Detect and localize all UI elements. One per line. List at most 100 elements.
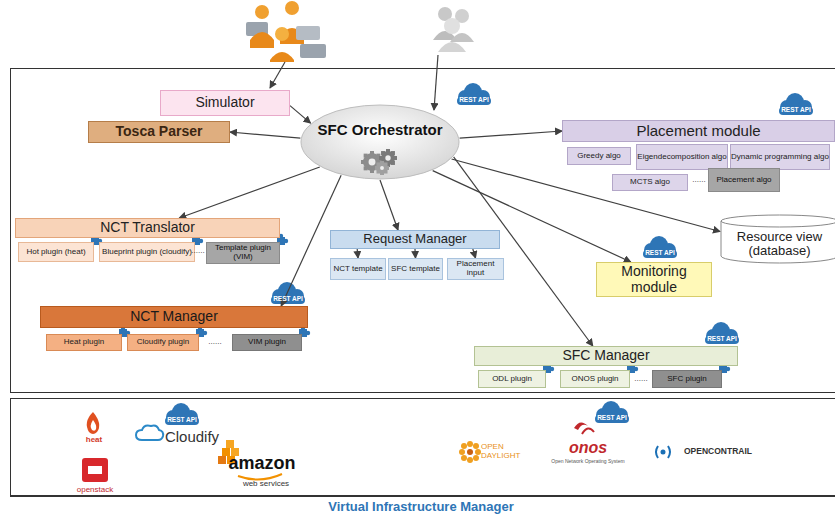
plugin-box: Blueprint plugin (cloudify) (99, 242, 195, 262)
template-box: Placement input (447, 258, 504, 280)
module-box: NCT Translator (15, 218, 280, 238)
node-title: Dynamic programming algo (731, 153, 829, 162)
logo-text: heat (86, 436, 102, 445)
plugin-box: Template plugin (VIM) (206, 242, 280, 264)
algo-box: Eigendecomposition algo (636, 144, 728, 170)
cloudify-logo (136, 426, 163, 441)
cloud-icon (595, 401, 629, 423)
rest-api-clouds (165, 83, 813, 425)
node-title: Placement algo (716, 176, 771, 185)
node-title: Eigendecomposition algo (637, 153, 726, 162)
node-title: ONOS plugin (571, 375, 618, 384)
process-box: Tosca Parser (88, 121, 230, 143)
process-box: Simulator (160, 90, 290, 116)
ellipsis: ...... (208, 338, 221, 347)
onos-logo (574, 422, 594, 434)
node-title: SFC plugin (667, 375, 707, 384)
algo-box: Dynamic programming algo (730, 144, 830, 170)
vim-frame-line (11, 399, 835, 497)
node-title: Virtual Infrastructure Manager (11, 500, 831, 514)
user-arrow (434, 55, 438, 110)
ellipse-outline (300, 104, 460, 180)
node-title: MCTS algo (630, 178, 670, 187)
user-icons (433, 7, 474, 52)
user-arrow (270, 62, 285, 88)
connector-arrow (460, 131, 562, 138)
api-badge: REST API (597, 414, 627, 421)
orchestrator-ellipse: SFC Orchestrator (300, 104, 460, 180)
node-title: Request Manager (363, 232, 466, 246)
template-box: SFC template (388, 258, 443, 280)
ellipsis: ...... (191, 247, 204, 256)
connector-arrow (230, 132, 300, 138)
node-title: SFC Manager (562, 348, 649, 363)
node-title: ODL plugin (492, 375, 532, 384)
logo-text: openstack (77, 486, 113, 495)
logo-text: Open Network Operating System (551, 459, 624, 465)
heat-logo (87, 412, 100, 434)
ellipsis: ...... (634, 375, 647, 384)
opendaylight-logo (459, 441, 481, 463)
cloud-icon (779, 93, 813, 115)
template-box: NCT template (330, 258, 386, 280)
logo-text: OPENCONTRAIL (684, 447, 752, 456)
connector-arrow (290, 106, 311, 124)
module-box: SFC Manager (474, 346, 738, 366)
cloud-icon (165, 403, 199, 425)
node-title: Cloudify plugin (137, 338, 189, 347)
plugin-box: Cloudify plugin (127, 334, 199, 351)
api-badge: REST API (459, 96, 489, 103)
node-title: Placement module (636, 123, 760, 140)
plugin-box: Hot plugin (heat) (18, 242, 94, 262)
database-cylinder: Resource view (database) (720, 214, 835, 264)
node-title: Hot plugin (heat) (26, 248, 85, 257)
cloud-icon (271, 282, 305, 304)
connector-arrow (414, 249, 416, 258)
node-title: SFC template (391, 265, 440, 274)
plugin-box: SFC plugin (652, 370, 722, 388)
connector-arrow (380, 180, 398, 230)
node-title: NCT Manager (130, 309, 218, 324)
node-title: Heat plugin (64, 338, 104, 347)
node-title: Tosca Parser (116, 124, 203, 139)
openstack-logo (82, 458, 108, 482)
algo-box: MCTS algo (612, 174, 688, 191)
plugin-box: ONOS plugin (560, 370, 630, 388)
module-box: Request Manager (330, 230, 500, 249)
orchestrator-frame (11, 69, 835, 393)
node-title: Simulator (195, 95, 254, 110)
node-title: VIM plugin (248, 338, 286, 347)
logo-text: Cloudify (165, 429, 219, 446)
api-badge: REST API (707, 335, 737, 342)
developer-icons (246, 1, 326, 62)
logo-text: OPEN DAYLIGHT (481, 443, 527, 461)
cloud-icon (457, 83, 491, 105)
node-title: NCT Translator (100, 220, 195, 235)
algo-box: Placement algo (708, 168, 780, 192)
node-title: Placement input (448, 260, 503, 278)
node-title: Template plugin (VIM) (207, 244, 279, 262)
api-badge: REST API (781, 106, 811, 113)
logo-text: amazon (228, 454, 295, 474)
connector-arrow (357, 249, 359, 258)
cloud-icon (643, 236, 677, 258)
plugin-box: ODL plugin (478, 370, 546, 388)
logo-text: web services (243, 480, 289, 489)
algo-box: Greedy algo (567, 147, 631, 165)
plugin-box: VIM plugin (232, 334, 302, 351)
module-box: Placement module (562, 120, 835, 142)
module-box: NCT Manager (40, 306, 308, 328)
plugin-icons (91, 234, 730, 373)
connector-arrow (179, 167, 319, 218)
module-box: Monitoring module (596, 262, 712, 297)
node-title: SFC Orchestrator (317, 122, 442, 139)
cloud-icon (705, 322, 739, 344)
ellipsis: ...... (692, 176, 705, 185)
plugin-box: Heat plugin (46, 334, 122, 351)
node-title: Greedy algo (577, 152, 621, 161)
node-title: Blueprint plugin (cloudify) (102, 248, 192, 257)
opencontrail-logo (656, 446, 670, 458)
connector-arrow (454, 157, 593, 346)
api-badge: REST API (273, 295, 303, 302)
